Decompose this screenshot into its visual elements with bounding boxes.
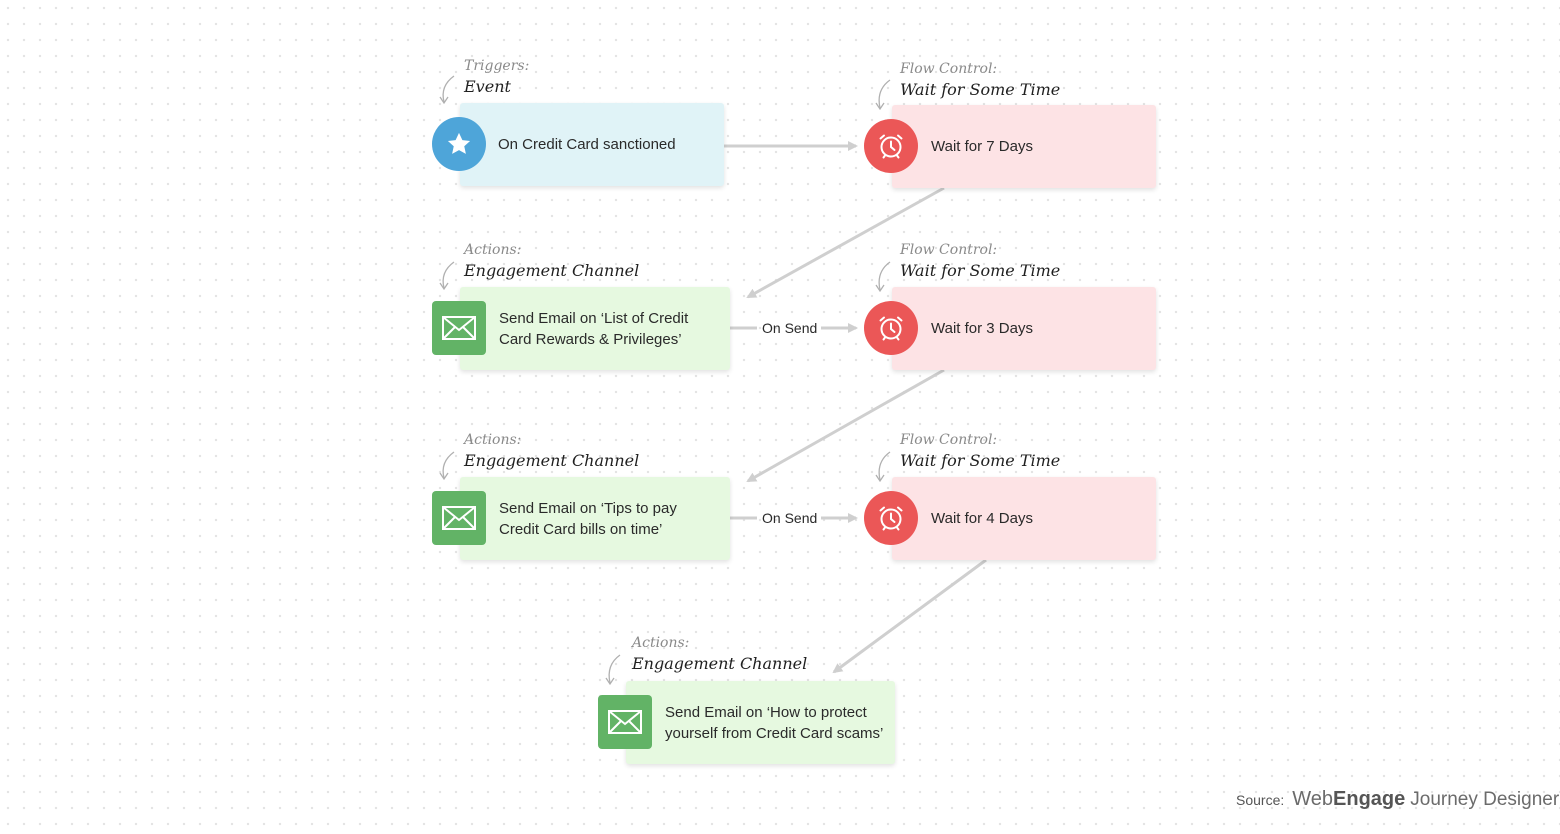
trigger-label: On Credit Card sanctioned	[498, 136, 676, 153]
envelope-icon	[598, 695, 652, 749]
wait2-label: Wait for 3 Days	[931, 320, 1033, 337]
brand-bold: Engage	[1333, 788, 1406, 810]
source-prefix: Source:	[1236, 792, 1285, 808]
email2-label: Send Email on ‘Tips to pay Credit Card b…	[499, 499, 677, 538]
email1-category: Actions:	[464, 242, 522, 258]
email1-label: Send Email on ‘List of Credit Card Rewar…	[499, 309, 689, 348]
wait3-label: Wait for 4 Days	[931, 510, 1033, 527]
star-icon	[432, 117, 486, 171]
wait1-label: Wait for 7 Days	[931, 138, 1033, 155]
product-name: Journey Designer	[1410, 789, 1560, 810]
envelope-icon	[432, 491, 486, 545]
caption-arrows	[439, 75, 891, 686]
brand-light: Web	[1292, 788, 1334, 810]
envelope-icon	[432, 301, 486, 355]
wait1-category: Flow Control:	[900, 61, 998, 77]
trigger-type: Event	[464, 77, 511, 96]
alarm-clock-icon	[864, 491, 918, 545]
wait3-node[interactable]	[892, 477, 1156, 560]
email1-node[interactable]	[460, 287, 730, 370]
email1-type: Engagement Channel	[464, 261, 640, 280]
email3-category: Actions:	[632, 635, 690, 651]
wait1-node[interactable]	[892, 105, 1156, 188]
email2-category: Actions:	[464, 432, 522, 448]
wait3-type: Wait for Some Time	[900, 451, 1061, 470]
email3-label: Send Email on ‘How to protect yourself f…	[665, 703, 884, 742]
connector-wait1-to-email1	[746, 186, 945, 299]
alarm-clock-icon	[864, 119, 918, 173]
connector-wait2-to-email2	[746, 368, 945, 483]
alarm-clock-icon	[864, 301, 918, 355]
email3-type: Engagement Channel	[632, 654, 808, 673]
wait2-category: Flow Control:	[900, 242, 998, 258]
trigger-category: Triggers:	[464, 58, 530, 74]
email3-node[interactable]	[626, 681, 895, 764]
source-attribution: Source: WebEngage Journey Designer	[1236, 788, 1559, 811]
connector-wait3-to-email3	[832, 558, 987, 674]
brand-logo: WebEngage	[1292, 788, 1405, 811]
email2-node[interactable]	[460, 477, 730, 560]
wait2-node[interactable]	[892, 287, 1156, 370]
trigger-node[interactable]	[460, 103, 724, 186]
on-send-label-1: On Send	[762, 320, 818, 336]
wait1-type: Wait for Some Time	[900, 80, 1061, 99]
wait2-type: Wait for Some Time	[900, 261, 1061, 280]
email2-type: Engagement Channel	[464, 451, 640, 470]
on-send-label-2: On Send	[762, 510, 818, 526]
wait3-category: Flow Control:	[900, 432, 998, 448]
